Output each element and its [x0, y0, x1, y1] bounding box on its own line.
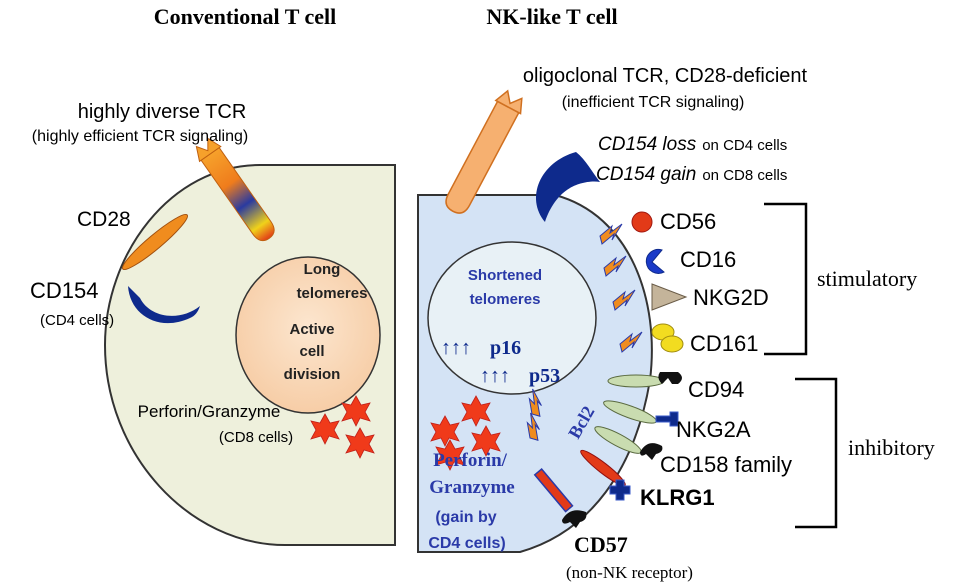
oligoclonal-tcr-shape	[445, 89, 523, 214]
inhibitory-bracket	[795, 377, 838, 529]
cd154-left-sublabel: (CD4 cells)	[40, 312, 114, 329]
p16-arrows: ↑↑↑	[441, 337, 471, 359]
cd94-receptor-shape	[658, 372, 682, 384]
inhibitory-label: inhibitory	[848, 435, 935, 460]
cd94-stalk-shape	[607, 374, 665, 388]
cd57-receptor-shape	[562, 510, 587, 528]
p16-label: p16	[490, 337, 521, 359]
cd154-loss-term: CD154 loss	[598, 134, 697, 155]
cd56-receptor-shape	[631, 211, 653, 233]
cd158-label: CD158 family	[660, 452, 792, 477]
nucleus-text-5: division	[284, 366, 341, 383]
cd16-label: CD16	[680, 247, 736, 272]
cd154-crescent-right	[536, 152, 600, 222]
cd161-receptor-shape	[660, 335, 684, 353]
nkg2a-label: NKG2A	[676, 417, 751, 442]
cd16-receptor-shape	[645, 248, 665, 274]
cd154-left-label: CD154	[30, 278, 98, 303]
cd154-gain-label: CD154 gain on CD8 cells	[596, 164, 787, 185]
perforin-left-label: Perforin/Granzyme	[138, 402, 281, 421]
cd57-label: CD57	[574, 532, 628, 557]
shortened-telomeres-line2: telomeres	[470, 291, 541, 308]
cd28-receptor-shape	[122, 213, 188, 271]
cd161-label: CD161	[690, 331, 758, 356]
klrg1-stalk-shape	[580, 449, 626, 487]
nkg2d-receptor-shape	[651, 283, 688, 311]
oligoclonal-tcr-label: oligoclonal TCR, CD28-deficient	[523, 65, 808, 87]
cd154-loss-label: CD154 loss on CD4 cells	[598, 134, 787, 155]
nklike-title: NK-like T cell	[486, 4, 617, 29]
conventional-title: Conventional T cell	[154, 4, 337, 29]
cd154-gain-suffix: on CD8 cells	[702, 167, 787, 184]
cd154-crescent-left	[128, 286, 200, 324]
cd57-sublabel: (non-NK receptor)	[566, 563, 693, 582]
cd154-gain-term: CD154 gain	[596, 164, 696, 185]
nkg2d-label: NKG2D	[693, 285, 769, 310]
diverse-tcr-label: highly diverse TCR	[78, 101, 247, 123]
cd56-label: CD56	[660, 209, 716, 234]
nucleus-text-1: Long	[304, 261, 341, 278]
nucleus-text-4: cell	[299, 343, 324, 360]
nkg2a-receptor-shape	[655, 411, 679, 427]
stimulatory-label: stimulatory	[817, 266, 917, 291]
perforin-gain-line1: (gain by	[435, 509, 496, 526]
cd28-label: CD28	[77, 208, 131, 231]
klrg1-label: KLRG1	[640, 485, 715, 510]
cd154-loss-suffix: on CD4 cells	[702, 137, 787, 154]
perforin-left-sublabel: (CD8 cells)	[219, 429, 293, 446]
p53-arrows: ↑↑↑	[480, 365, 510, 387]
cd158-receptor-shape	[640, 443, 663, 460]
perforin-gain-line2: CD4 cells)	[428, 535, 505, 552]
klrg1-receptor-shape	[609, 479, 631, 501]
diverse-tcr-sublabel: (highly efficient TCR signaling)	[32, 128, 248, 145]
perforin-right-line1: Perforin/	[433, 450, 508, 471]
nucleus-text-2: telomeres	[297, 285, 368, 302]
nucleus-text-3: Active	[289, 321, 334, 338]
nklike-nucleus	[427, 241, 597, 395]
cd57-stalk-shape	[533, 467, 574, 513]
shortened-telomeres-line1: Shortened	[468, 267, 542, 284]
perforin-right-line2: Granzyme	[429, 477, 514, 498]
diverse-tcr-shape	[195, 137, 275, 242]
cd94-label: CD94	[688, 377, 744, 402]
conventional-nucleus	[235, 256, 381, 414]
p53-label: p53	[529, 365, 560, 387]
oligoclonal-tcr-sublabel: (inefficient TCR signaling)	[562, 94, 745, 111]
stimulatory-bracket	[764, 202, 808, 356]
